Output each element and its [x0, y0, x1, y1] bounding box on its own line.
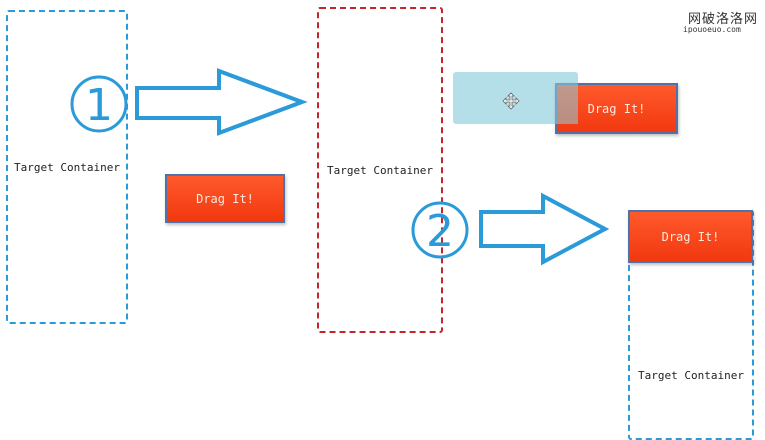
watermark-title: 网破洛洛网 [688, 12, 759, 27]
drag-button-label: Drag It! [196, 191, 254, 206]
step-1-number: 1 [85, 80, 113, 131]
target-container-middle[interactable]: Target Container [317, 7, 443, 333]
target-container-left[interactable]: Target Container [6, 10, 128, 324]
dropped-button[interactable]: Drag It! [628, 210, 753, 263]
move-cursor-icon [502, 92, 520, 110]
step-2-arrow [479, 192, 610, 266]
step-1-arrow [135, 68, 308, 136]
target-container-label: Target Container [327, 163, 433, 177]
drag-button[interactable]: Drag It! [165, 174, 285, 223]
step-2-graphic: 2 [411, 192, 610, 266]
drag-button-label: Drag It! [661, 229, 720, 244]
step-1-circle [70, 75, 128, 133]
target-container-label: Target Container [638, 368, 744, 382]
step-1-graphic: 1 [70, 68, 308, 136]
watermark-url: ipouoeuo.com [683, 25, 741, 34]
drag-ghost-overlap [555, 83, 578, 124]
target-container-label: Target Container [14, 160, 120, 174]
step-2-number: 2 [426, 206, 454, 257]
drag-button-label: Drag It! [587, 101, 646, 116]
target-container-label-right: Target Container [628, 364, 754, 386]
step-2-circle [411, 201, 469, 259]
